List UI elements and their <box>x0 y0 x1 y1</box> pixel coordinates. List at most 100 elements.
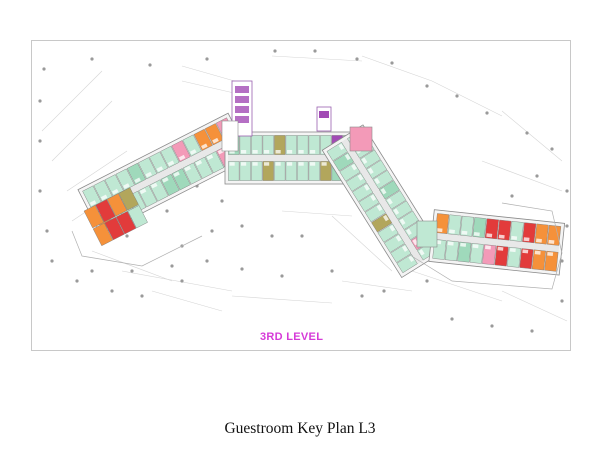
core-cell <box>235 86 249 93</box>
guestroom <box>297 135 309 155</box>
room-bath-mark <box>156 166 164 172</box>
diagonal-wing-corridor <box>341 138 424 264</box>
guestroom <box>171 140 191 163</box>
guestroom <box>251 161 263 181</box>
room-bath-mark <box>162 177 169 183</box>
room-bath-mark <box>189 149 197 155</box>
room-bath-mark <box>472 244 479 249</box>
room-bath-mark <box>536 238 542 243</box>
column-dot <box>50 259 54 263</box>
room-bath-mark <box>485 245 491 250</box>
column-dot <box>148 63 152 67</box>
column-dot <box>38 139 42 143</box>
core-cell <box>235 116 249 123</box>
room-bath-mark <box>212 137 219 144</box>
site-context-lines <box>41 55 568 322</box>
room-bath-mark <box>298 150 304 154</box>
context-line <box>151 290 223 312</box>
context-line <box>331 215 393 272</box>
column-dot <box>525 131 529 135</box>
east-wing <box>428 209 566 276</box>
guestroom <box>126 162 147 185</box>
guestroom <box>519 248 534 269</box>
guestroom <box>359 149 381 169</box>
guestroom <box>366 159 388 179</box>
room-bath-mark <box>402 245 408 252</box>
room-bath-mark <box>298 162 304 166</box>
context-line <box>361 55 433 82</box>
room-bath-mark <box>287 162 293 166</box>
guestroom <box>104 216 125 241</box>
room-bath-mark <box>310 150 316 154</box>
column-dot <box>330 269 334 273</box>
column-dot <box>38 99 42 103</box>
room-bath-mark <box>486 233 493 238</box>
context-line <box>231 295 333 304</box>
room-bath-mark <box>229 150 235 154</box>
room-bath-mark <box>201 143 208 150</box>
column-dot <box>270 234 274 238</box>
room-bath-mark <box>173 171 180 178</box>
room-bath-mark <box>436 228 443 233</box>
column-dot <box>535 174 539 178</box>
guestroom <box>285 161 297 181</box>
floor-plan-frame: 3RD LEVEL <box>31 40 571 351</box>
context-line <box>91 250 173 282</box>
guestroom <box>308 161 320 181</box>
room-bath-mark <box>195 160 203 166</box>
guestroom <box>251 135 263 155</box>
guestroom <box>160 145 180 168</box>
column-dot <box>220 199 224 203</box>
guestroom <box>118 187 139 211</box>
column-dot <box>425 84 429 88</box>
room-bath-mark <box>395 235 402 242</box>
room-bath-mark <box>123 183 130 189</box>
room-bath-mark <box>287 150 293 154</box>
guestroom <box>297 161 309 181</box>
context-line <box>501 110 563 162</box>
room-bath-mark <box>229 162 235 166</box>
column-dot <box>565 189 569 193</box>
guestroom <box>494 245 509 267</box>
room-bath-mark <box>167 160 175 167</box>
guestroom <box>531 249 546 271</box>
diagonal-wing <box>321 124 443 279</box>
room-bath-mark <box>367 167 374 175</box>
guestroom <box>469 242 484 264</box>
column-dot <box>240 224 244 228</box>
column-dot <box>382 289 386 293</box>
room-bath-mark <box>418 249 425 256</box>
room-bath-mark <box>448 229 455 234</box>
column-dot <box>490 324 494 328</box>
context-line <box>431 80 503 117</box>
column-dot <box>90 269 94 273</box>
guestroom <box>193 128 213 151</box>
column-dot <box>510 194 514 198</box>
junction-block <box>221 120 239 152</box>
room-bath-mark <box>100 194 108 201</box>
guestroom <box>507 246 522 268</box>
room-bath-mark <box>461 230 468 235</box>
column-dot <box>240 267 244 271</box>
room-bath-mark <box>522 249 529 254</box>
core-outline <box>316 106 332 132</box>
room-bath-mark <box>275 150 281 154</box>
column-dot <box>210 229 214 233</box>
room-bath-mark <box>534 250 541 255</box>
column-dot <box>455 94 459 98</box>
column-dot <box>390 61 394 65</box>
column-dot <box>205 259 209 263</box>
column-dot <box>38 189 42 193</box>
room-bath-mark <box>321 162 327 166</box>
context-line <box>121 270 233 292</box>
guestroom <box>92 222 114 247</box>
column-dot <box>170 264 174 268</box>
guestroom <box>285 135 297 155</box>
terrace-outline <box>71 230 203 267</box>
guestroom <box>182 134 202 157</box>
room-bath-mark <box>382 214 389 222</box>
column-dot <box>75 279 79 283</box>
column-dot <box>550 147 554 151</box>
room-bath-mark <box>241 162 247 166</box>
context-line <box>51 100 113 162</box>
